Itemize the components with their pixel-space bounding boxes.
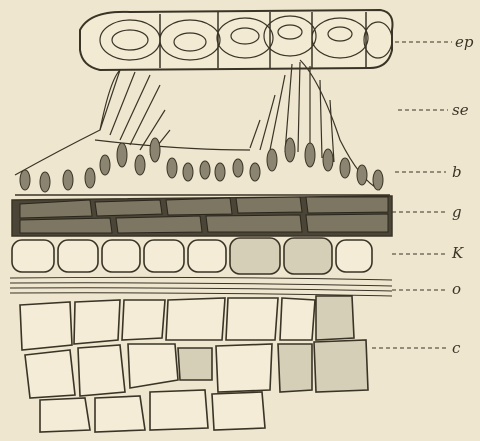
label-ep: ep — [455, 35, 473, 50]
epidermis-layer — [80, 10, 393, 70]
bipolar-cell-row — [15, 138, 390, 195]
ganglion-layer — [12, 196, 392, 236]
k-cell-row — [12, 238, 372, 274]
label-c: c — [452, 341, 460, 356]
label-b: b — [452, 165, 462, 180]
label-se: se — [452, 103, 469, 118]
c-cell-network — [20, 296, 368, 432]
label-k: K — [452, 246, 463, 261]
o-fibre-layer — [10, 277, 392, 296]
label-o: o — [452, 282, 461, 297]
label-g: g — [452, 205, 462, 220]
